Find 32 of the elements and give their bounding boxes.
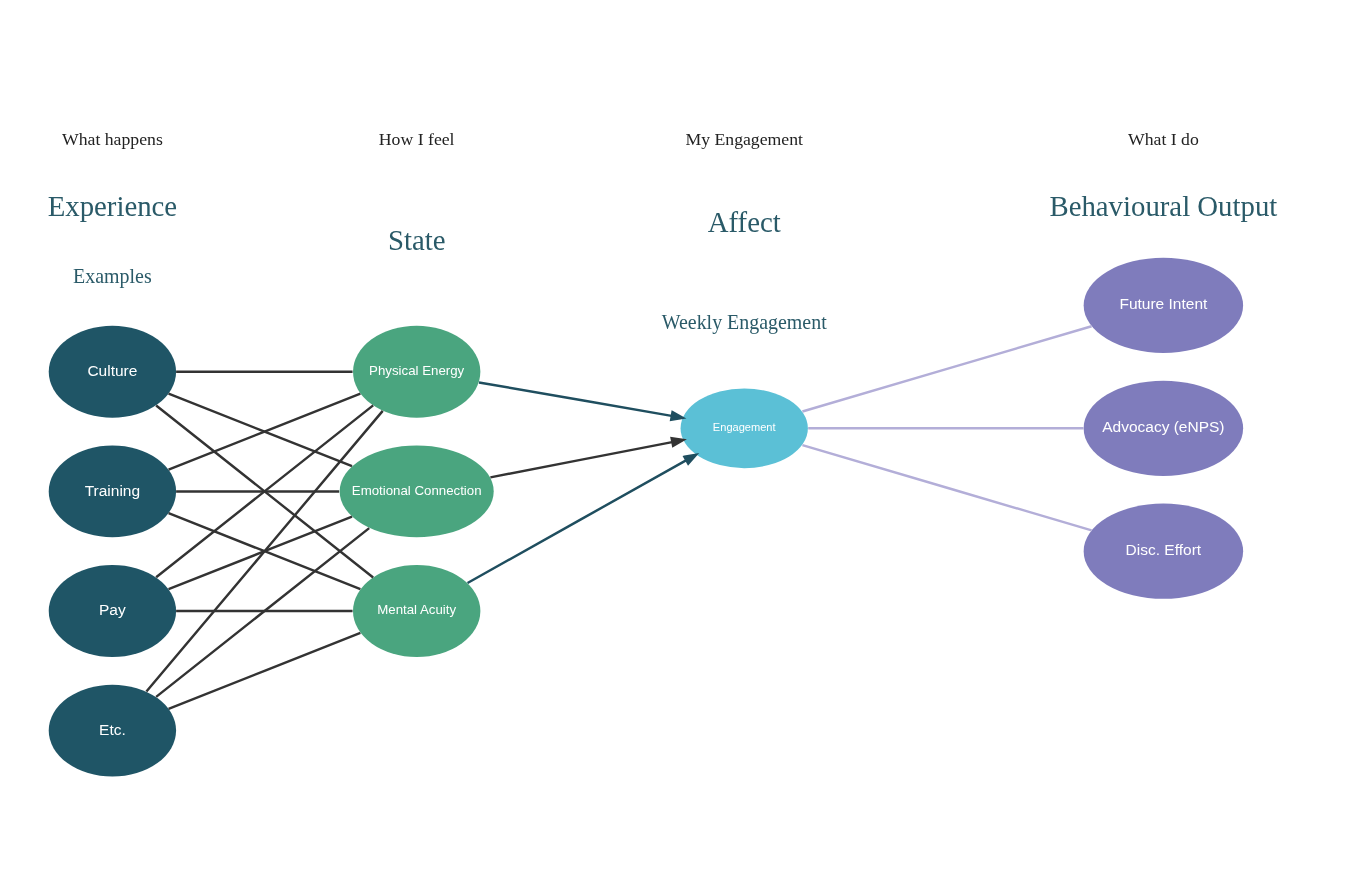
label: How I feel — [378, 128, 455, 149]
label: What happens — [62, 128, 163, 149]
arrow — [466, 452, 700, 584]
node-ellipse: Pay — [48, 564, 177, 657]
node-ellipse: Future Intent — [1083, 257, 1244, 353]
node-ellipse: Culture — [48, 325, 177, 418]
label: Examples — [73, 264, 152, 287]
label: My Engagement — [685, 128, 803, 149]
node-ellipse: Etc. — [48, 684, 177, 777]
node-ellipse: Emotional Connection — [339, 444, 494, 537]
connector — [802, 443, 1092, 532]
connector — [176, 609, 353, 612]
connector — [176, 489, 340, 493]
node-ellipse: Disc. Effort — [1083, 503, 1244, 599]
connector — [155, 526, 370, 698]
connector — [808, 426, 1084, 429]
label: What I do — [1127, 128, 1199, 149]
label: Experience — [47, 189, 178, 222]
connector — [145, 409, 384, 692]
connector — [176, 370, 353, 373]
label: State — [387, 223, 446, 256]
node-ellipse: Training — [48, 444, 177, 537]
connector — [802, 324, 1092, 413]
node-ellipse: Physical Energy — [353, 325, 481, 418]
label: Behavioural Output — [1049, 189, 1278, 222]
node-label: Weekly Engagement — [661, 310, 827, 333]
node-ellipse: Mental Acuity — [353, 564, 481, 657]
label: Affect — [707, 205, 781, 237]
arrow — [478, 380, 687, 421]
arrow — [490, 436, 687, 479]
node-ellipse: Advocacy (eNPS) — [1083, 380, 1244, 476]
connector — [168, 631, 361, 710]
